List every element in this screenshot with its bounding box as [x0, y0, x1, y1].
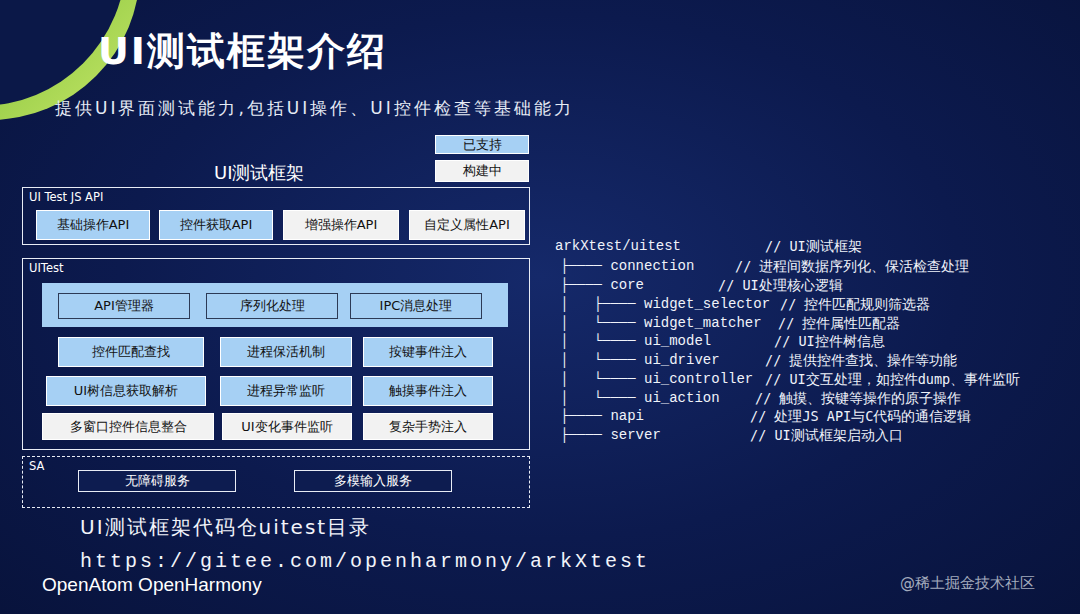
- module-label: 序列化处理: [240, 297, 305, 315]
- watermark: @稀土掘金技术社区: [900, 574, 1035, 593]
- tree-comment: // UI控件树信息: [774, 333, 885, 351]
- repo-caption: UI测试框架代码仓uitest目录: [80, 514, 371, 541]
- tree-root: arkXtest/uitest: [555, 238, 681, 254]
- tree-comment: // 控件匹配规则筛选器: [780, 296, 930, 314]
- tree-entry: ├──── napi: [560, 408, 644, 424]
- tree-entry: ├──── connection: [560, 258, 694, 274]
- supported-module: 进程保活机制: [220, 337, 352, 367]
- module-label: 复杂手势注入: [389, 418, 467, 436]
- tree-entry: │ └──── ui_controller: [560, 371, 753, 387]
- tree-comment: // 进程间数据序列化、保活检查处理: [735, 258, 969, 276]
- tree-entry: ├──── core: [560, 277, 644, 293]
- module-label: API管理器: [94, 297, 154, 315]
- module-label: 自定义属性API: [424, 216, 510, 234]
- tree-entry: │ └──── ui_model: [560, 333, 711, 349]
- tree-entry: ├──── server: [560, 427, 661, 443]
- supported-module: 触摸事件注入: [363, 376, 493, 406]
- tree-entry: │ └──── ui_action: [560, 390, 720, 406]
- group-box: UI Test JS API 基础操作API 控件获取API 增强操作API 自定义属性…: [22, 187, 530, 245]
- module-label: UI变化事件监听: [241, 418, 332, 436]
- tree-entry: │ └──── ui_driver: [560, 352, 720, 368]
- supported-module: 控件获取API: [159, 210, 273, 240]
- group-heading: UI Test JS API: [29, 190, 103, 204]
- building-module: UI变化事件监听: [222, 413, 352, 440]
- module-label: 进程保活机制: [247, 343, 325, 361]
- brand-name: OpenAtom OpenHarmony: [42, 574, 262, 596]
- module-label: 控件匹配查找: [92, 343, 170, 361]
- tree-comment: // 控件属性匹配器: [778, 315, 900, 333]
- legend-text: 构建中: [463, 162, 502, 180]
- legend-text: 已支持: [463, 136, 502, 154]
- module-label: 控件获取API: [180, 216, 253, 234]
- tree-comment: // UI交互处理，如控件dump、事件监听: [765, 371, 1020, 389]
- building-module: 增强操作API: [283, 210, 399, 240]
- tree-entry: │ ├──── widget_selector: [560, 296, 770, 312]
- module-label: 按键事件注入: [389, 343, 467, 361]
- legend-swatch: 构建中: [435, 160, 529, 182]
- module-label: 无障碍服务: [125, 472, 190, 490]
- building-module: 多窗口控件信息整合: [42, 413, 214, 440]
- module-label: 多窗口控件信息整合: [70, 418, 187, 436]
- subtitle: 提供UI界面测试能力,包括UI操作、UI控件检查等基础能力: [55, 97, 574, 120]
- supported-module: 按键事件注入: [363, 337, 493, 367]
- group-box: UITestAPI管理器 序列化处理 IPC消息处理控件匹配查找 进程保活机制 按键事件…: [22, 258, 530, 450]
- tree-comment: // UI测试框架启动入口: [750, 427, 903, 445]
- tree-entry: │ └──── widget_matcher: [560, 315, 762, 331]
- supported-module: 基础操作API: [36, 210, 150, 240]
- tree-comment: // 提供控件查找、操作等功能: [765, 352, 957, 370]
- module-label: 多模输入服务: [334, 472, 412, 490]
- core-module: 序列化处理: [206, 293, 338, 319]
- service-box: 多模输入服务: [294, 470, 452, 492]
- tree-comment: // 处理JS API与C代码的通信逻辑: [750, 408, 971, 426]
- tree-comment: // UI处理核心逻辑: [718, 277, 843, 295]
- supported-module: 控件匹配查找: [58, 337, 204, 367]
- group-heading: SA: [29, 459, 44, 473]
- repo-url: https://gitee.com/openharmony/arkXtest: [80, 550, 650, 573]
- core-module: API管理器: [58, 293, 190, 319]
- group-heading: UITest: [29, 261, 63, 275]
- building-module: 自定义属性API: [409, 210, 525, 240]
- building-module: 复杂手势注入: [363, 413, 493, 440]
- service-group: SA 无障碍服务 多模输入服务: [22, 456, 530, 508]
- module-label: IPC消息处理: [380, 297, 453, 315]
- diagram-title: UI测试框架: [214, 161, 304, 185]
- module-label: 增强操作API: [305, 216, 378, 234]
- supported-module: 进程异常监听: [220, 376, 352, 406]
- tree-comment: // 触摸、按键等操作的原子操作: [755, 390, 961, 408]
- service-box: 无障碍服务: [78, 470, 236, 492]
- core-module: IPC消息处理: [350, 293, 482, 319]
- legend-swatch: 已支持: [435, 135, 529, 154]
- tree-comment: // UI测试框架: [765, 238, 862, 256]
- module-label: 基础操作API: [57, 216, 130, 234]
- module-label: 触摸事件注入: [389, 382, 467, 400]
- module-label: UI树信息获取解析: [74, 382, 178, 400]
- slide-title: UI测试框架介绍: [98, 26, 387, 77]
- module-label: 进程异常监听: [247, 382, 325, 400]
- supported-module: UI树信息获取解析: [46, 376, 206, 406]
